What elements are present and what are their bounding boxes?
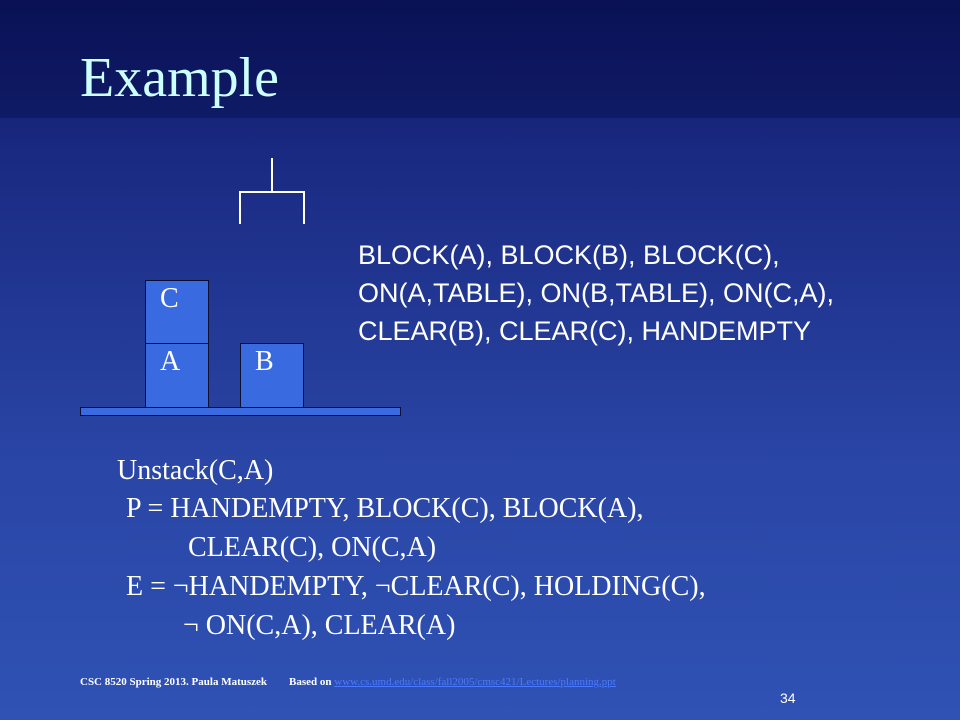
state-line-2: ON(A,TABLE), ON(B,TABLE), ON(C,A), — [358, 278, 835, 308]
block-a-label: A — [160, 346, 181, 377]
precondition-line-2: CLEAR(C), ON(C,A) — [188, 532, 437, 563]
state-line-3: CLEAR(B), CLEAR(C), HANDEMPTY — [358, 316, 812, 346]
gripper-right-finger — [303, 191, 305, 224]
gripper-bar — [239, 191, 305, 193]
gripper-left-finger — [239, 191, 241, 224]
gripper-stem — [271, 158, 273, 192]
footer-based-on: Based on — [289, 676, 332, 688]
state-description: BLOCK(A), BLOCK(B), BLOCK(C), ON(A,TABLE… — [358, 236, 834, 350]
source-link[interactable]: www.cs.umd.edu/class/fall2005/cmsc421/Le… — [334, 676, 616, 688]
state-line-1: BLOCK(A), BLOCK(B), BLOCK(C), — [358, 240, 780, 270]
title-band — [0, 0, 960, 118]
block-c-label: C — [160, 283, 179, 314]
table-surface — [80, 407, 401, 416]
footer: CSC 8520 Spring 2013. Paula Matuszek Base… — [80, 676, 616, 688]
block-b: B — [240, 343, 304, 408]
footer-credit: CSC 8520 Spring 2013. Paula Matuszek — [80, 676, 268, 688]
effect-line-1: E = ¬HANDEMPTY, ¬CLEAR(C), HOLDING(C), — [126, 571, 706, 602]
page-number: 34 — [780, 690, 796, 706]
block-c: C — [145, 280, 209, 344]
slide-title: Example — [80, 47, 280, 109]
block-a: A — [145, 343, 209, 408]
block-b-label: B — [255, 346, 274, 377]
precondition-line-1: P = HANDEMPTY, BLOCK(C), BLOCK(A), — [126, 493, 644, 524]
effect-line-2: ¬ ON(C,A), CLEAR(A) — [183, 610, 456, 641]
operator-name: Unstack(C,A) — [117, 455, 274, 486]
